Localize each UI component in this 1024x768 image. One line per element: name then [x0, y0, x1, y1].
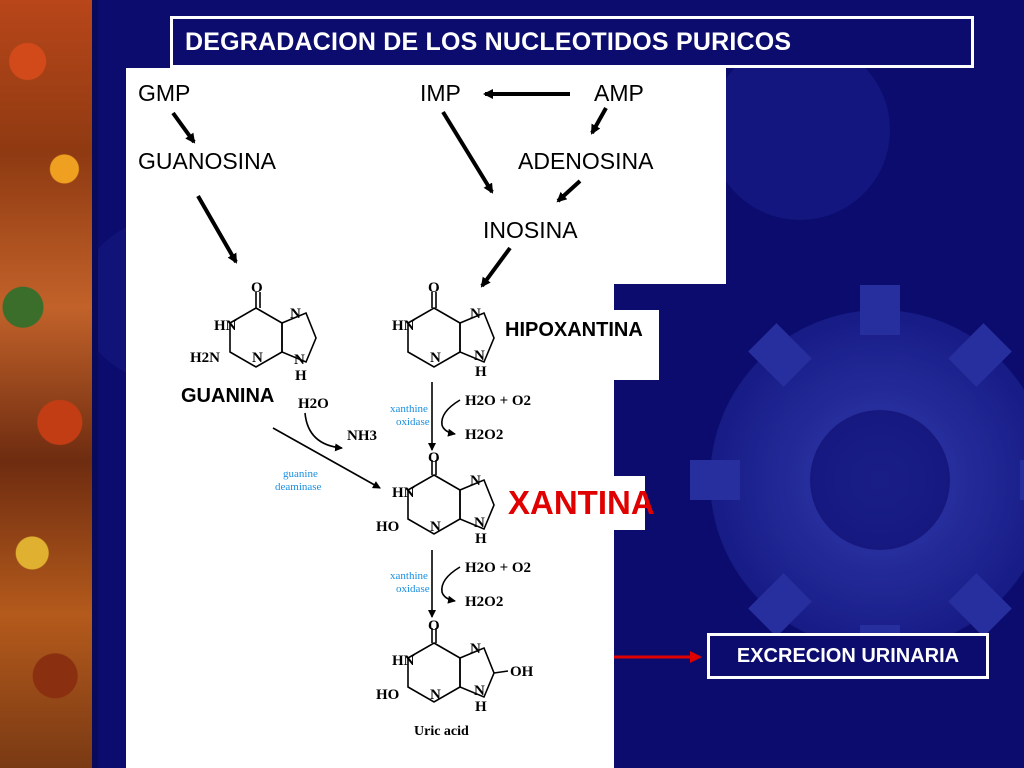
excretion-label: EXCRECION URINARIA — [736, 644, 960, 667]
hypoxanthine-atoms: O HN N N N H — [392, 280, 487, 380]
svg-text:H: H — [475, 699, 487, 715]
hipoxantina-label-panel — [488, 310, 659, 380]
uric-acid-atoms: O HN N N HO N H OH — [376, 618, 534, 715]
svg-text:N: N — [430, 687, 441, 703]
guanine-structure — [229, 292, 317, 368]
strip-edge — [92, 0, 98, 768]
svg-text:N: N — [474, 348, 485, 364]
decorative-strip — [0, 0, 92, 768]
uric-acid-caption: Uric acid — [414, 724, 469, 739]
svg-text:H2N: H2N — [190, 350, 220, 366]
label-adenosina: ADENOSINA — [518, 148, 654, 174]
xanthine-oxidase-arrow-2 — [428, 550, 461, 618]
reagent-h2o-o2-2: H2O + O2 — [465, 560, 531, 576]
enzyme-xanthine-oxidase-1b: oxidase — [396, 416, 430, 428]
svg-text:H: H — [475, 531, 487, 547]
arrow-imp-inosina — [441, 110, 494, 194]
uric-acid-structure — [407, 628, 509, 703]
label-imp: IMP — [420, 80, 461, 106]
svg-text:N: N — [474, 515, 485, 531]
label-hipoxantina: HIPOXANTINA — [505, 319, 643, 341]
excretion-box: EXCRECION URINARIA — [707, 633, 989, 679]
svg-text:H: H — [295, 368, 307, 384]
svg-text:N: N — [290, 306, 301, 322]
enzyme-xanthine-oxidase-1a: xanthine — [390, 403, 428, 415]
svg-text:N: N — [474, 683, 485, 699]
svg-text:N: N — [252, 350, 263, 366]
arrow-amp-adenosina — [590, 107, 608, 135]
svg-text:HO: HO — [376, 519, 399, 535]
xanthine-structure — [407, 460, 495, 535]
svg-text:HN: HN — [392, 653, 415, 669]
label-gmp: GMP — [138, 80, 191, 106]
svg-text:N: N — [470, 641, 481, 657]
label-xantina: XANTINA — [508, 484, 655, 521]
title-box: DEGRADACION DE LOS NUCLEOTIDOS PURICOS — [170, 16, 974, 68]
svg-text:HO: HO — [376, 687, 399, 703]
svg-text:O: O — [428, 450, 440, 466]
arrow-guanosina-guanina — [196, 195, 238, 264]
enzyme-guanine-deaminase-a: guanine — [283, 468, 318, 480]
label-guanosina: GUANOSINA — [138, 148, 277, 174]
arrow-inosina-hipoxantina — [480, 246, 512, 288]
svg-text:N: N — [470, 473, 481, 489]
label-amp: AMP — [594, 80, 644, 106]
xantina-label-panel — [500, 476, 645, 530]
svg-text:HN: HN — [392, 318, 415, 334]
guanine-atoms: O HN N N N H H2N — [190, 280, 307, 384]
label-guanina: GUANINA — [181, 385, 275, 407]
arrow-gmp-guanosina — [171, 111, 196, 144]
reagent-h2o: H2O — [298, 396, 329, 412]
top-pathway-arrows — [171, 89, 608, 288]
svg-text:N: N — [294, 352, 305, 368]
svg-text:N: N — [430, 519, 441, 535]
svg-text:HN: HN — [214, 318, 237, 334]
reagent-h2o2-1: H2O2 — [465, 427, 503, 443]
label-inosina: INOSINA — [483, 217, 578, 243]
svg-text:O: O — [428, 618, 440, 634]
xanthine-atoms: O HN N N HO N H — [376, 450, 487, 547]
xanthine-oxidase-arrow-1 — [428, 382, 461, 451]
svg-text:N: N — [430, 350, 441, 366]
svg-text:HN: HN — [392, 485, 415, 501]
svg-text:H: H — [475, 364, 487, 380]
svg-text:O: O — [428, 280, 440, 296]
enzyme-guanine-deaminase-b: deaminase — [275, 481, 322, 493]
page-title: DEGRADACION DE LOS NUCLEOTIDOS PURICOS — [185, 27, 792, 56]
hypoxanthine-structure — [407, 292, 495, 368]
arrow-adenosina-inosina — [556, 179, 582, 203]
svg-text:O: O — [251, 280, 263, 296]
svg-text:OH: OH — [510, 664, 534, 680]
svg-text:N: N — [470, 306, 481, 322]
reagent-h2o-o2-1: H2O + O2 — [465, 393, 531, 409]
enzyme-xanthine-oxidase-2a: xanthine — [390, 570, 428, 582]
guanine-deaminase-arrow — [272, 412, 381, 489]
reagent-h2o2-2: H2O2 — [465, 594, 503, 610]
enzyme-xanthine-oxidase-2b: oxidase — [396, 583, 430, 595]
reagent-nh3: NH3 — [347, 428, 377, 444]
